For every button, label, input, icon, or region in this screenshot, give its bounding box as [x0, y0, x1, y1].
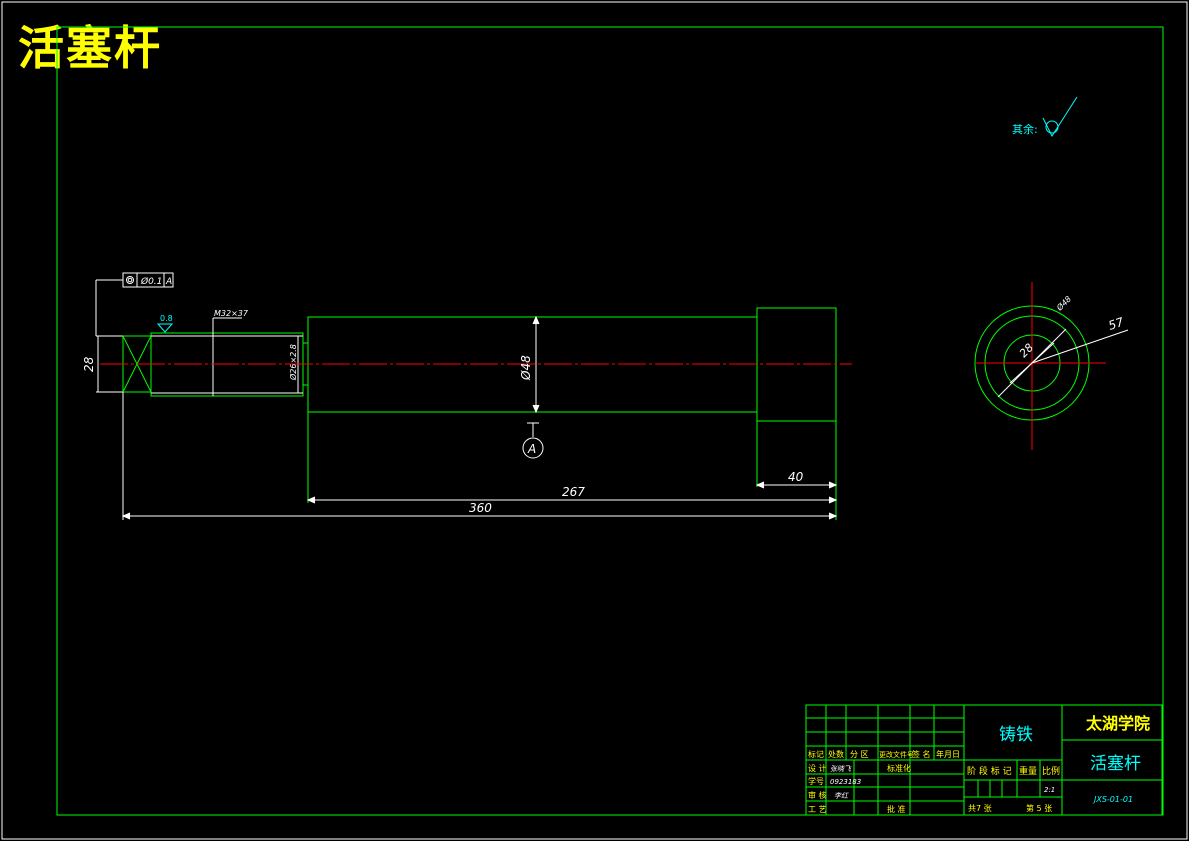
row-check: 审 核	[808, 790, 827, 800]
title-block-drawing-no: JXS-01-01	[1092, 795, 1133, 804]
drawing-title: 活塞杆	[18, 21, 162, 75]
inner-dia-label: Ø26×2.8	[288, 344, 298, 381]
end-inner-label: 28	[1017, 341, 1036, 360]
row-approve: 批 准	[887, 804, 906, 814]
dim-head-length-label: 40	[788, 470, 804, 484]
roughness-label: 其余:	[1012, 122, 1038, 136]
title-block-material: 铸铁	[999, 725, 1033, 745]
stage-label-0: 阶 段 标 记	[967, 765, 1012, 777]
end-side-label: 57	[1107, 315, 1126, 333]
rev-header-1: 处数	[828, 749, 844, 759]
dim-total-length-label: 360	[469, 501, 492, 515]
row-check-name: 李红	[834, 792, 849, 800]
dim-total-length	[121, 392, 838, 520]
inner-border	[56, 26, 1164, 816]
scale-value: 2:1	[1044, 786, 1055, 794]
title-block	[805, 704, 1163, 816]
thread-label: M32×37	[214, 309, 249, 318]
rev-header-4: 签 名	[912, 749, 931, 759]
tolerance-value: Ø0.1	[140, 276, 162, 287]
stage-label-1: 重量	[1019, 765, 1037, 777]
row-id: 0923183	[830, 778, 861, 786]
side-roughness-icon	[156, 323, 174, 333]
dim-main-dia	[532, 315, 540, 414]
sheets-count: 共7 张	[968, 804, 992, 813]
dim-head-length	[755, 481, 838, 489]
rod-head	[756, 307, 837, 520]
row-process: 工 艺	[808, 805, 827, 814]
title-block-part-name: 活塞杆	[1090, 754, 1141, 774]
stage-label-2: 比例	[1042, 765, 1060, 777]
dim-left-height	[96, 335, 123, 393]
rod-body	[307, 316, 758, 503]
dim-body-length	[306, 496, 838, 504]
end-outer-dia-label: Ø48	[1054, 294, 1073, 313]
rev-header-3: 更改文件号	[879, 750, 914, 759]
dim-body-length-label: 267	[562, 485, 585, 499]
row-sign: 学号	[808, 776, 824, 786]
tolerance-datum: A	[165, 277, 172, 287]
datum-a-label: A	[527, 442, 536, 456]
title-block-school: 太湖学院	[1085, 714, 1150, 733]
tolerance-frame	[95, 272, 174, 336]
sheet-number: 第 5 张	[1026, 803, 1052, 813]
row-design-name: 张晓飞	[830, 765, 852, 773]
row-std: 标准化	[887, 763, 911, 773]
side-roughness-value: 0.8	[160, 314, 173, 323]
end-view-centerlines	[976, 282, 1106, 450]
rev-header-0: 标记	[808, 749, 824, 759]
rev-header-2: 分 区	[850, 750, 869, 759]
dim-main-dia-label: Ø48	[519, 355, 533, 381]
dim-left-height-label: 28	[82, 356, 96, 372]
row-design: 设 计	[808, 763, 827, 773]
thread-dim-line	[212, 317, 299, 396]
rev-header-5: 年月日	[936, 749, 960, 759]
end-view-dims	[997, 328, 1129, 398]
datum-a-symbol	[522, 422, 544, 459]
roughness-symbol-icon	[1042, 96, 1078, 138]
